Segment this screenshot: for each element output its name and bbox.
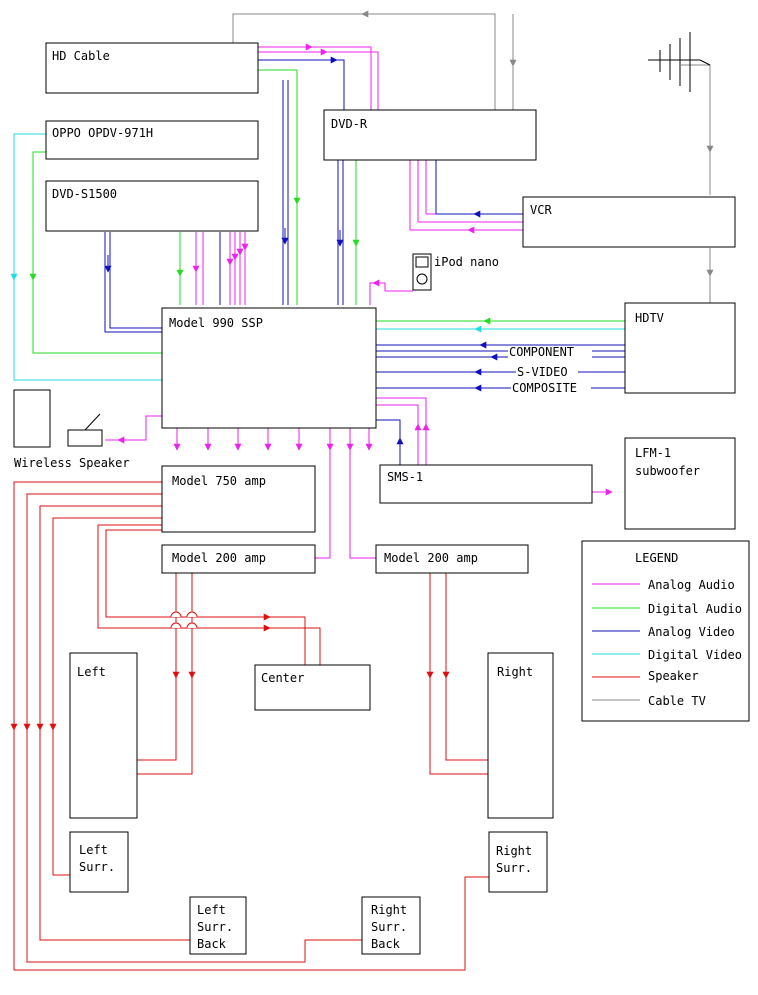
right-surround-back-label-3: Back	[371, 937, 401, 951]
left-surround-label-2: Surr.	[79, 860, 115, 874]
digital-audio-wires	[29, 69, 625, 354]
amp-750-box: Model 750 amp	[161, 465, 316, 533]
ssp-processor-label: Model 990 SSP	[169, 316, 263, 330]
composite-label: COMPOSITE	[512, 381, 577, 395]
hd-cable-box: HD Cable	[45, 42, 259, 94]
left-speaker-label: Left	[77, 665, 106, 679]
right-speaker-box: Right	[487, 652, 554, 819]
legend-label-analog-video: Analog Video	[648, 625, 735, 639]
legend-label-digital-audio: Digital Audio	[648, 602, 742, 616]
sms-1-label: SMS-1	[387, 470, 423, 484]
dvd-r-label: DVD-R	[331, 117, 368, 131]
left-surround-box: Left Surr.	[69, 831, 129, 893]
speaker-wires	[10, 481, 489, 971]
ipod-nano-icon: iPod nano	[412, 253, 499, 291]
left-speaker-box: Left	[69, 652, 138, 819]
legend-label-speaker: Speaker	[648, 669, 699, 683]
oppo-player-label: OPPO OPDV-971H	[52, 126, 153, 140]
amp-200-right-box: Model 200 amp	[375, 544, 529, 574]
wires	[10, 10, 714, 971]
right-surround-label-1: Right	[496, 844, 532, 858]
left-surround-back-box: Left Surr. Back	[189, 896, 247, 955]
vcr-box: VCR	[522, 196, 736, 248]
amp-200-left-box: Model 200 amp	[161, 544, 316, 574]
left-surround-label-1: Left	[79, 843, 108, 857]
left-surround-back-label-3: Back	[197, 937, 227, 951]
dvd-s1500-box: DVD-S1500	[45, 180, 259, 232]
oppo-player-box: OPPO OPDV-971H	[45, 120, 259, 160]
dvd-s1500-label: DVD-S1500	[52, 187, 117, 201]
digital-video-wires	[10, 133, 625, 381]
ipod-nano-label: iPod nano	[434, 255, 499, 269]
legend-label-cable-tv: Cable TV	[648, 694, 706, 708]
component-label: COMPONENT	[509, 345, 574, 359]
hd-cable-label: HD Cable	[52, 49, 110, 63]
wireless-speaker-group: Wireless Speaker	[13, 389, 130, 470]
left-surround-back-label-1: Left	[197, 903, 226, 917]
svideo-label: S-VIDEO	[517, 365, 568, 379]
legend-title: LEGEND	[635, 551, 678, 565]
right-surround-box: Right Surr.	[488, 831, 548, 893]
center-speaker-label: Center	[261, 671, 304, 685]
wireless-speaker-label: Wireless Speaker	[14, 456, 130, 470]
wire-crossings	[170, 611, 198, 629]
subwoofer-label-2: subwoofer	[635, 464, 700, 478]
sms-1-box: SMS-1	[379, 464, 593, 504]
ssp-processor-box: Model 990 SSP	[161, 307, 377, 429]
vcr-label: VCR	[530, 203, 552, 217]
legend-label-analog-audio: Analog Audio	[648, 578, 735, 592]
right-surround-back-box: Right Surr. Back	[361, 896, 421, 955]
antenna-icon	[648, 32, 711, 92]
right-surround-back-label-1: Right	[371, 903, 407, 917]
amp-750-label: Model 750 amp	[172, 474, 266, 488]
right-surround-label-2: Surr.	[496, 861, 532, 875]
left-surround-back-label-2: Surr.	[197, 920, 233, 934]
hdtv-box: HDTV	[624, 302, 736, 394]
subwoofer-box: LFM-1 subwoofer	[624, 437, 736, 530]
video-connection-labels: COMPONENT S-VIDEO COMPOSITE	[508, 345, 592, 395]
hdtv-label: HDTV	[635, 311, 664, 325]
right-speaker-label: Right	[497, 665, 533, 679]
amp-200-right-label: Model 200 amp	[384, 551, 478, 565]
legend-label-digital-video: Digital Video	[648, 648, 742, 662]
right-surround-back-label-2: Surr.	[371, 920, 407, 934]
legend: LEGEND Analog Audio Digital Audio Analog…	[581, 540, 750, 722]
dvd-r-box: DVD-R	[323, 109, 537, 161]
subwoofer-label-1: LFM-1	[635, 446, 671, 460]
center-speaker-box: Center	[254, 664, 371, 711]
amp-200-left-label: Model 200 amp	[172, 551, 266, 565]
